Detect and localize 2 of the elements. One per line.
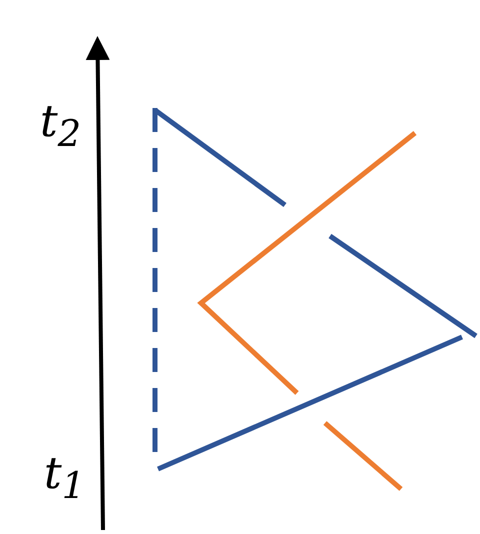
axis-label: t$_{2}$ [40, 100, 82, 152]
axis-label: t$_{1}$ [44, 452, 86, 504]
